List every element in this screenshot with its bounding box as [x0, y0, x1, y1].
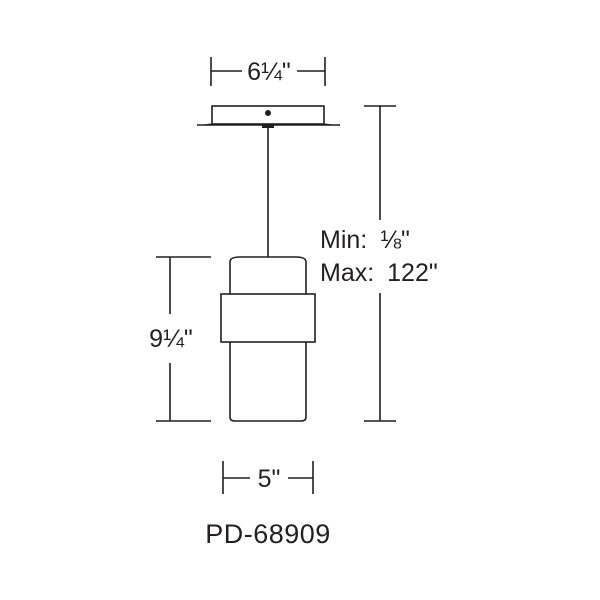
- overall-height-max-value: 122": [387, 259, 438, 287]
- overall-height-dimension: Min: ⅛" Max: 122": [320, 105, 438, 422]
- pendant-fixture: [220, 256, 316, 422]
- fixture-height-dimension: 9¼": [149, 256, 211, 422]
- fixture-height-label: 9¼": [149, 325, 193, 353]
- fixture-top-section: [229, 256, 307, 294]
- fixture-bottom-section: [229, 342, 307, 422]
- overall-height-max: Max: 122": [320, 259, 438, 287]
- fixture-width-label: 5": [258, 465, 281, 493]
- canopy: [197, 105, 340, 128]
- fixture-band: [220, 293, 316, 343]
- cord-grip: [262, 124, 274, 128]
- canopy-width-dimension: 6¼": [210, 57, 326, 86]
- canopy-screw-icon: [265, 110, 271, 116]
- fixture-width-dimension: 5": [222, 461, 314, 494]
- canopy-right-lip: [323, 123, 333, 126]
- canopy-left-lip: [204, 123, 213, 126]
- model-number: PD-68909: [205, 519, 331, 549]
- canopy-width-label: 6¼": [247, 58, 291, 86]
- overall-height-min-label: Min:: [320, 226, 367, 254]
- overall-height-max-label: Max:: [320, 259, 374, 287]
- overall-height-min-value: ⅛": [380, 226, 410, 254]
- overall-height-min: Min: ⅛": [320, 226, 410, 254]
